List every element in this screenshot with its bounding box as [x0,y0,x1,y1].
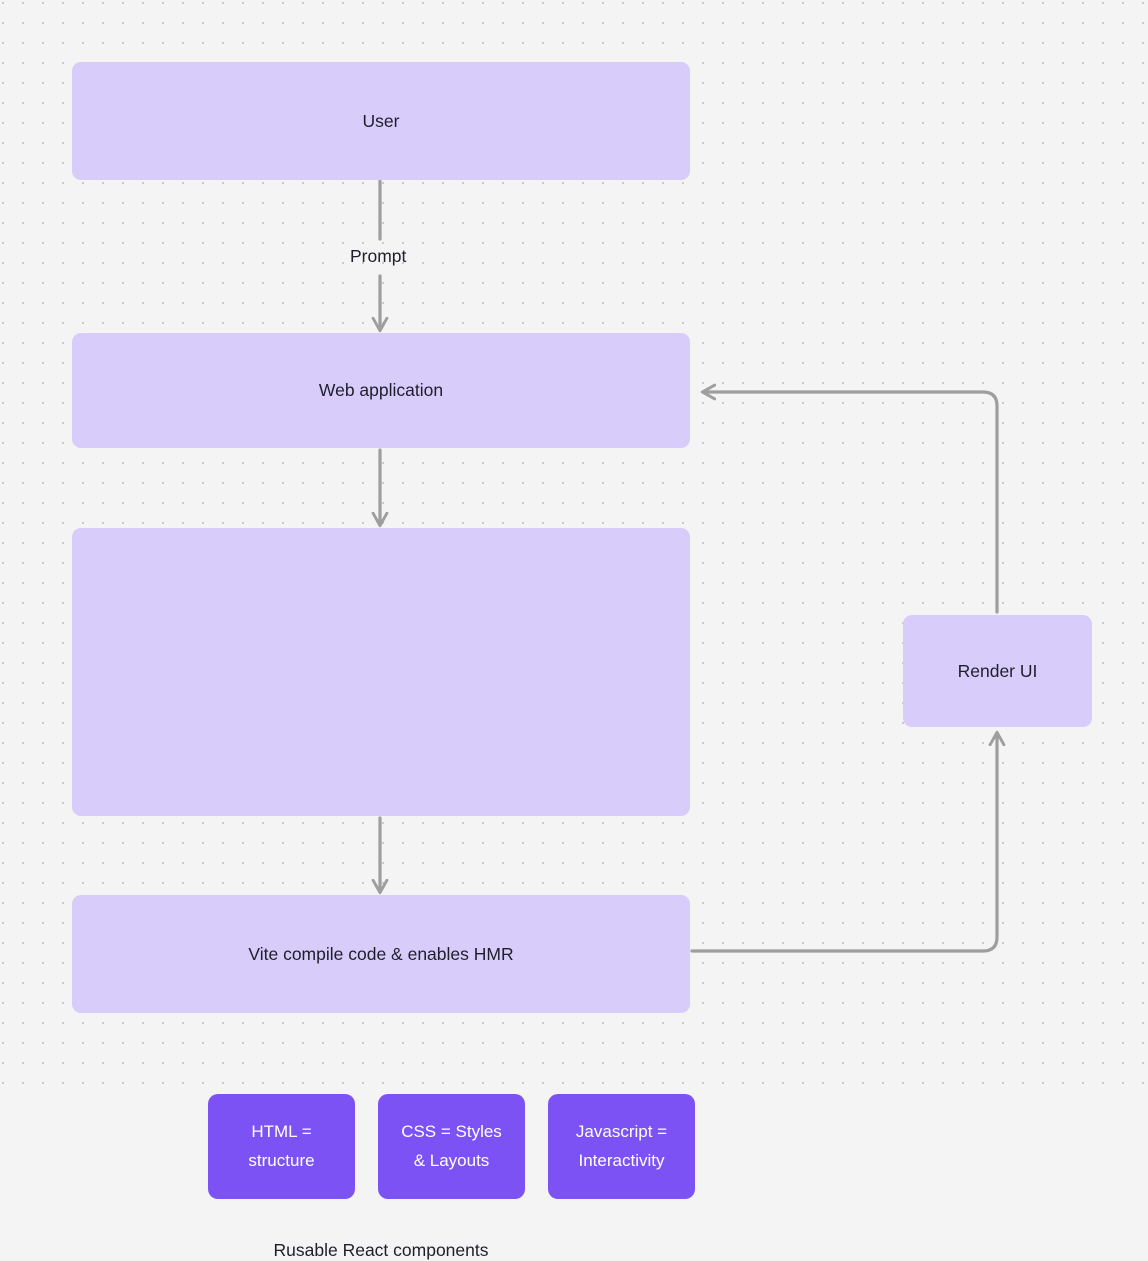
node-html-label: HTML = structure [248,1118,314,1176]
node-javascript-line2: Interactivity [578,1150,665,1170]
node-css-line2: & Layouts [413,1150,490,1170]
edge-render-to-webapp [703,392,999,614]
node-render-ui-label: Render UI [957,660,1038,681]
node-css[interactable]: CSS = Styles & Layouts [378,1094,525,1199]
node-html[interactable]: HTML = structure [208,1094,355,1199]
node-javascript-line1: Javascript = [575,1121,668,1141]
node-render-ui[interactable]: Render UI [903,615,1092,727]
node-html-line2: structure [248,1150,315,1170]
node-html-line1: HTML = [251,1121,312,1141]
node-web-application[interactable]: Web application [72,333,690,448]
node-react-components-caption: Rusable React components [273,1240,489,1260]
edge-label-prompt: Prompt [350,246,407,266]
edge-vite-to-render [690,733,997,953]
node-vite-label: Vite compile code & enables HMR [248,943,514,964]
node-javascript-label: Javascript = Interactivity [576,1118,667,1176]
node-web-application-label: Web application [318,380,444,400]
node-user-label: User [362,110,400,131]
node-user[interactable]: User [72,62,690,180]
node-vite[interactable]: Vite compile code & enables HMR [72,895,690,1013]
node-css-line1: CSS = Styles [401,1121,502,1141]
node-css-label: CSS = Styles & Layouts [401,1118,502,1176]
node-javascript[interactable]: Javascript = Interactivity [548,1094,695,1199]
node-react-components-group[interactable]: HTML = structure CSS = Styles & Layouts … [72,528,695,1260]
